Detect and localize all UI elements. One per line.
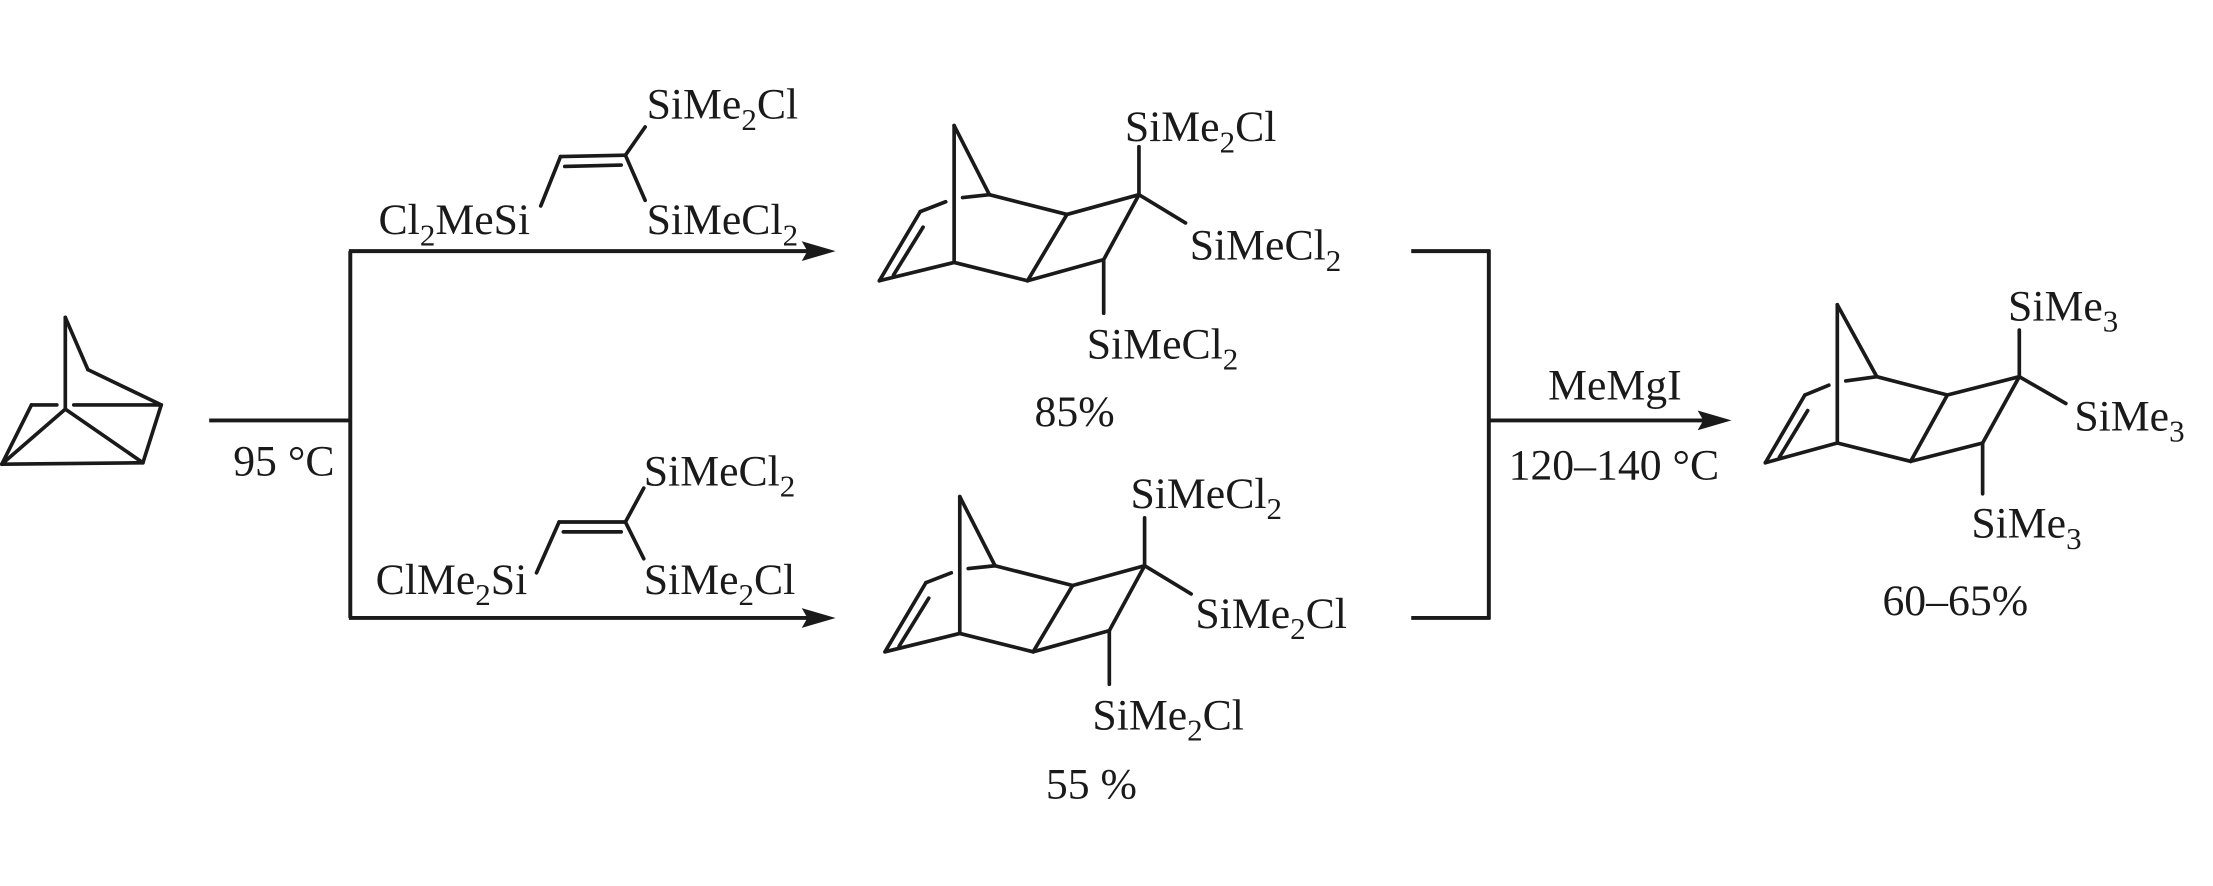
final-product-sub-right: SiMe3 — [2074, 392, 2184, 448]
product-bottom-yield: 55 % — [1046, 761, 1137, 809]
product-top-yield: 85% — [1035, 388, 1115, 436]
branch-arrow — [209, 241, 836, 628]
step2-reagent: MeMgI — [1548, 361, 1682, 409]
product-top-sub-right: SiMeCl2 — [1190, 222, 1342, 278]
reagent-bottom-structure — [534, 486, 646, 575]
reagent-bottom-left-label: ClMe2Si — [376, 556, 528, 612]
reagent-top-left-label: Cl2MeSi — [379, 196, 531, 252]
merge-arrow — [1411, 249, 1732, 620]
step1-condition: 95 °C — [233, 437, 334, 485]
final-product-yield: 60–65% — [1882, 577, 2028, 625]
product-bottom-sub-bottom: SiMe2Cl — [1092, 691, 1244, 747]
reagent-top-structure — [538, 125, 647, 208]
product-bottom-sub-right: SiMe2Cl — [1195, 590, 1347, 646]
product-top-sub-bottom: SiMeCl2 — [1087, 320, 1239, 376]
step2-temperature: 120–140 °C — [1509, 442, 1720, 490]
final-product-structure — [1763, 302, 2068, 496]
final-product-sub-top: SiMe3 — [2008, 282, 2118, 338]
reagent-bottom-right-bottom-label: SiMe2Cl — [644, 556, 796, 612]
product-bottom-structure — [883, 494, 1193, 687]
reagent-top-right-bottom-label: SiMeCl2 — [647, 196, 799, 252]
reagent-bottom-right-top-label: SiMeCl2 — [644, 447, 796, 503]
product-top-sub-top: SiMe2Cl — [1125, 103, 1277, 159]
product-top-structure — [877, 123, 1188, 316]
final-product-sub-bottom: SiMe3 — [1971, 500, 2081, 556]
reagent-top-right-top-label: SiMe2Cl — [647, 81, 799, 137]
quadricyclane-structure — [0, 315, 164, 466]
product-bottom-sub-top: SiMeCl2 — [1130, 470, 1282, 526]
